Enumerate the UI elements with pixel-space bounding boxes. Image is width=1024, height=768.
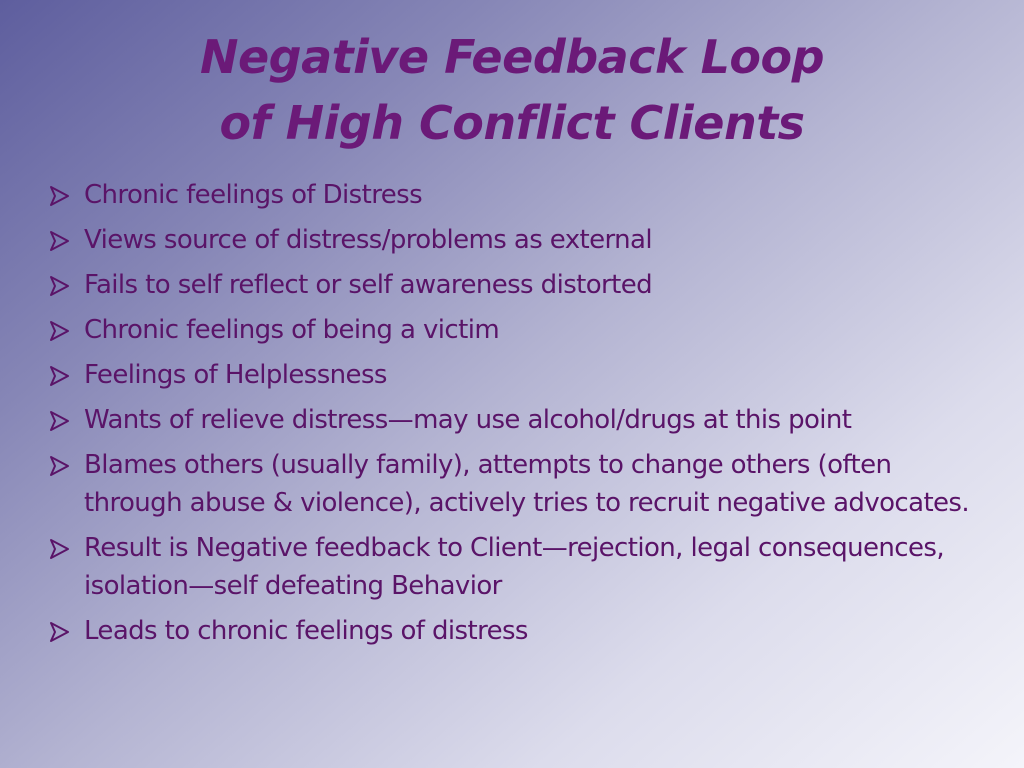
arrowhead-bullet-icon	[50, 411, 69, 431]
bullet-item: Chronic feelings of being a victim	[48, 311, 978, 349]
bullet-item: Result is Negative feedback to Client—re…	[48, 529, 978, 605]
arrowhead-bullet-icon	[50, 622, 69, 642]
arrowhead-bullet-icon	[50, 366, 69, 386]
arrowhead-bullet-icon	[50, 539, 69, 559]
bullet-text: Result is Negative feedback to Client—re…	[84, 533, 945, 601]
slide-title: Negative Feedback Loop of High Conflict …	[0, 24, 1024, 156]
arrowhead-bullet-icon	[50, 276, 69, 296]
bullet-text: Chronic feelings of being a victim	[84, 315, 500, 345]
arrowhead-bullet-icon	[50, 321, 69, 341]
arrowhead-bullet-icon	[50, 456, 69, 476]
bullet-text: Chronic feelings of Distress	[84, 180, 423, 210]
bullet-item: Blames others (usually family), attempts…	[48, 446, 978, 522]
bullet-item: Fails to self reflect or self awareness …	[48, 266, 978, 304]
title-line-1: Negative Feedback Loop	[199, 30, 825, 84]
bullet-item: Leads to chronic feelings of distress	[48, 612, 978, 650]
arrowhead-bullet-icon	[50, 231, 69, 251]
bullet-list: Chronic feelings of Distress Views sourc…	[48, 176, 978, 657]
bullet-text: Wants of relieve distress—may use alcoho…	[84, 405, 852, 435]
bullet-item: Views source of distress/problems as ext…	[48, 221, 978, 259]
bullet-text: Fails to self reflect or self awareness …	[84, 270, 653, 300]
bullet-item: Feelings of Helplessness	[48, 356, 978, 394]
bullet-text: Blames others (usually family), attempts…	[84, 450, 970, 518]
bullet-text: Leads to chronic feelings of distress	[84, 616, 528, 646]
bullet-item: Wants of relieve distress—may use alcoho…	[48, 401, 978, 439]
bullet-text: Feelings of Helplessness	[84, 360, 387, 390]
arrowhead-bullet-icon	[50, 186, 69, 206]
bullet-item: Chronic feelings of Distress	[48, 176, 978, 214]
title-line-2: of High Conflict Clients	[219, 96, 805, 150]
bullet-text: Views source of distress/problems as ext…	[84, 225, 653, 255]
